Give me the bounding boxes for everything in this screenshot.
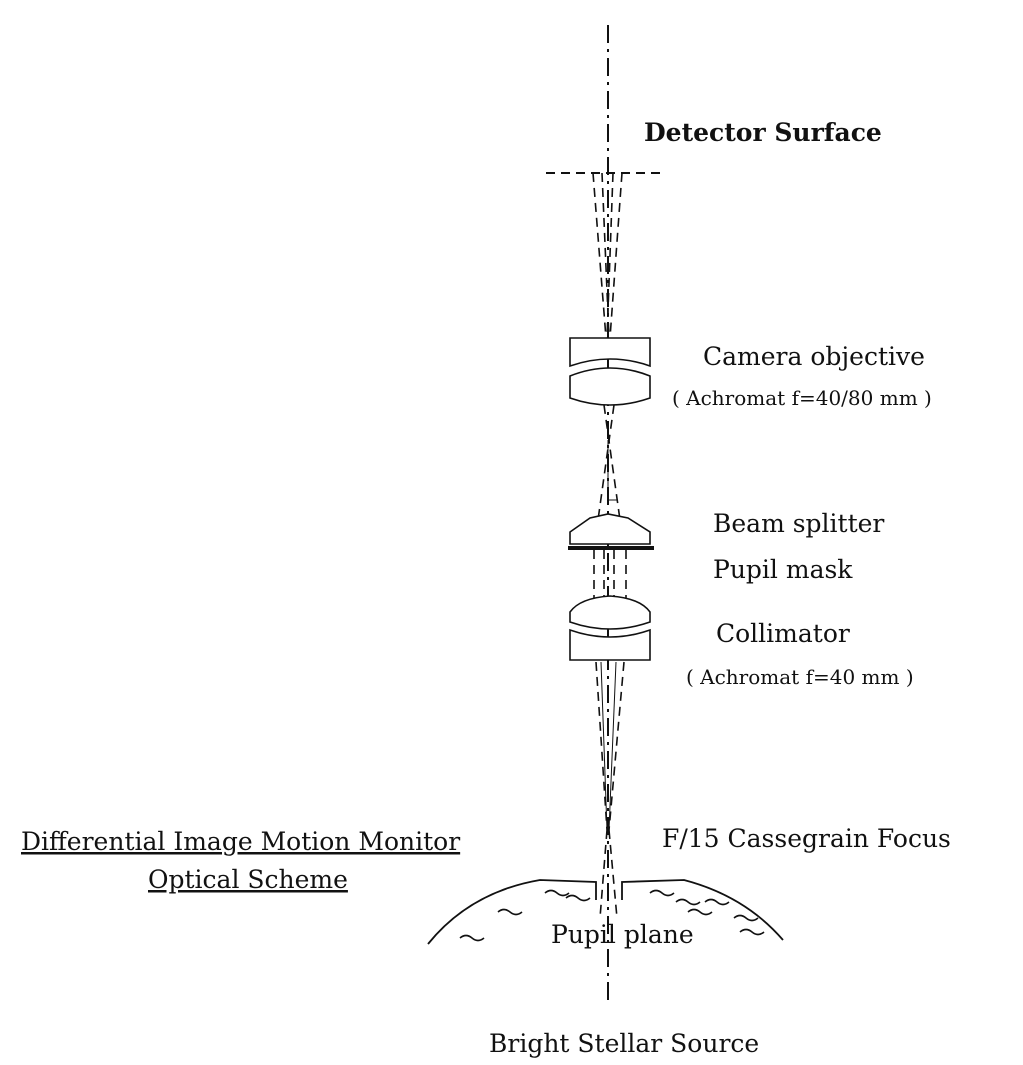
collimator-spec: ( Achromat f=40 mm ) bbox=[686, 665, 914, 689]
beam-splitter bbox=[569, 513, 651, 545]
cassegrain-focus-label: F/15 Cassegrain Focus bbox=[662, 824, 951, 853]
beam-detector-camera bbox=[592, 172, 623, 339]
beam-collimator-focus bbox=[595, 661, 625, 831]
collimator-label: Collimator bbox=[716, 619, 850, 648]
collimator bbox=[569, 595, 651, 661]
pupil-plane-aperture bbox=[427, 879, 784, 945]
diagram-title-line1: Differential Image Motion Monitor bbox=[21, 827, 460, 856]
camera-objective bbox=[569, 337, 651, 406]
beam-camera-splitter bbox=[597, 404, 621, 521]
diagram-title-line2: Optical Scheme bbox=[148, 865, 348, 894]
beam-mask-collimator bbox=[593, 550, 627, 598]
pupil-mask-label: Pupil mask bbox=[713, 555, 853, 584]
detector-surface-label: Detector Surface bbox=[644, 118, 882, 147]
pupil-plane-label: Pupil plane bbox=[551, 920, 694, 949]
camera-objective-spec: ( Achromat f=40/80 mm ) bbox=[672, 386, 932, 410]
turbulence-marks bbox=[459, 889, 765, 942]
beam-splitter-label: Beam splitter bbox=[713, 509, 884, 538]
camera-objective-label: Camera objective bbox=[703, 342, 925, 371]
stellar-source-label: Bright Stellar Source bbox=[489, 1029, 759, 1058]
